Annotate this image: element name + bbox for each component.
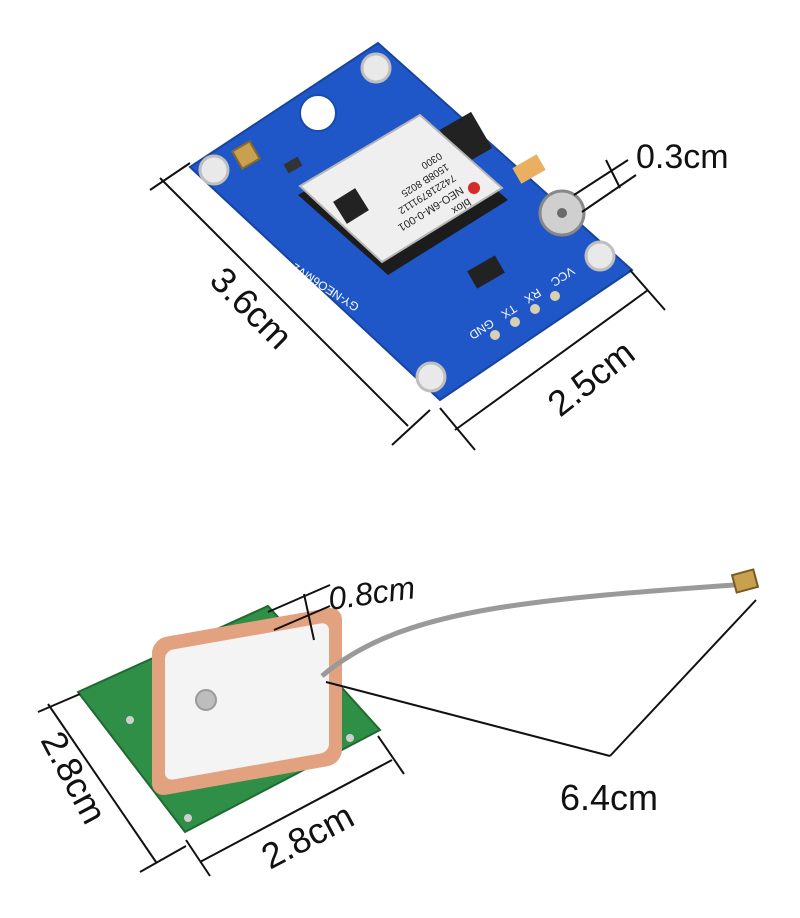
- smd-regulator: [467, 255, 505, 289]
- gps-module-shield: blox NEO-6M-0-001 742218791112 1508B 802…: [298, 113, 508, 275]
- brand-logo-icon: [468, 182, 480, 194]
- center-hole: [299, 94, 337, 132]
- ipex-plug-icon: [730, 568, 760, 594]
- dim-board-width: 2.5cm: [540, 332, 643, 425]
- qr-code-icon: [333, 188, 369, 224]
- dim-cable-length: 6.4cm: [560, 777, 658, 818]
- patch-antenna: 0.8cm 2.8cm 2.8cm 6.4cm: [33, 568, 760, 877]
- mount-hole: [198, 154, 230, 186]
- smd-resistor: [283, 156, 303, 174]
- smd-ic: [439, 111, 493, 167]
- dim-line-width: [454, 289, 649, 431]
- smd-capacitor: [512, 154, 546, 184]
- mount-hole: [360, 52, 392, 84]
- mount-hole: [584, 240, 616, 272]
- gps-module-board: VCC RX TX GND GY-NEO6MV2 blox NEO-6M-0-0…: [149, 41, 729, 451]
- dim-line-length: [159, 177, 409, 427]
- dim-antenna-height: 0.8cm: [326, 569, 417, 617]
- pin-header: [490, 291, 560, 340]
- dim-antenna-side-b: 2.8cm: [255, 795, 361, 877]
- mount-hole: [415, 361, 447, 393]
- antenna-cable: [320, 581, 749, 678]
- dim-antenna-side-a: 2.8cm: [33, 725, 115, 831]
- dim-battery-height: 0.3cm: [636, 138, 729, 176]
- battery-center-icon: [557, 208, 567, 218]
- feed-pin-icon: [195, 689, 217, 711]
- dim-board-length: 3.6cm: [202, 259, 300, 357]
- ipex-connector: [230, 139, 262, 171]
- antenna-ceramic: [165, 623, 329, 780]
